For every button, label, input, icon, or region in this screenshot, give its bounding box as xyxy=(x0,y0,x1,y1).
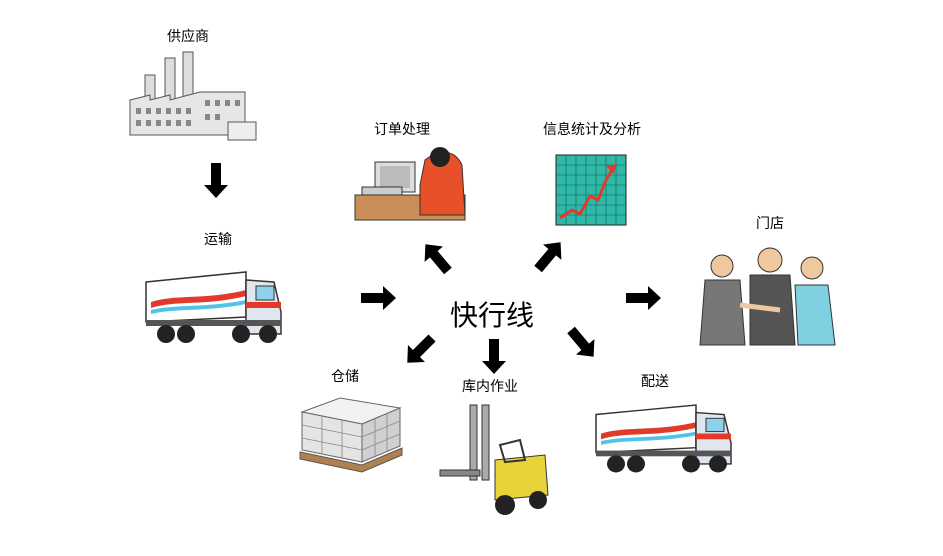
order-processing-label: 订单处理 xyxy=(374,122,430,138)
delivery-label: 配送 xyxy=(641,374,669,390)
warehouse-ops-label: 库内作业 xyxy=(462,379,518,395)
arrow-center-to-delivery xyxy=(561,322,603,365)
arrow-center-to-warehouse xyxy=(482,339,506,374)
computer-worker-icon xyxy=(354,147,466,221)
arrow-center-to-storage xyxy=(398,329,441,372)
express-line-center-label: 快行线 xyxy=(449,299,535,332)
arrow-center-to-stats xyxy=(528,234,570,277)
stats-analysis-label: 信息统计及分析 xyxy=(543,122,641,138)
arrow-center-to-store xyxy=(626,286,661,310)
supplier-label: 供应商 xyxy=(167,29,209,45)
growth-chart-icon xyxy=(555,154,627,226)
transport-label: 运输 xyxy=(204,232,232,248)
pallet-boxes-icon xyxy=(299,397,403,473)
business-people-icon xyxy=(699,247,836,346)
arrow-center-to-order xyxy=(416,236,458,279)
arrow-transport-to-center xyxy=(361,286,396,310)
storage-label: 仓储 xyxy=(331,369,359,385)
store-label: 门店 xyxy=(756,216,784,232)
arrow-supplier-to-transport xyxy=(204,163,228,198)
forklift-icon xyxy=(439,404,549,515)
factory-icon xyxy=(129,51,257,141)
transport-truck-icon xyxy=(145,271,282,344)
delivery-truck-icon xyxy=(595,404,732,474)
